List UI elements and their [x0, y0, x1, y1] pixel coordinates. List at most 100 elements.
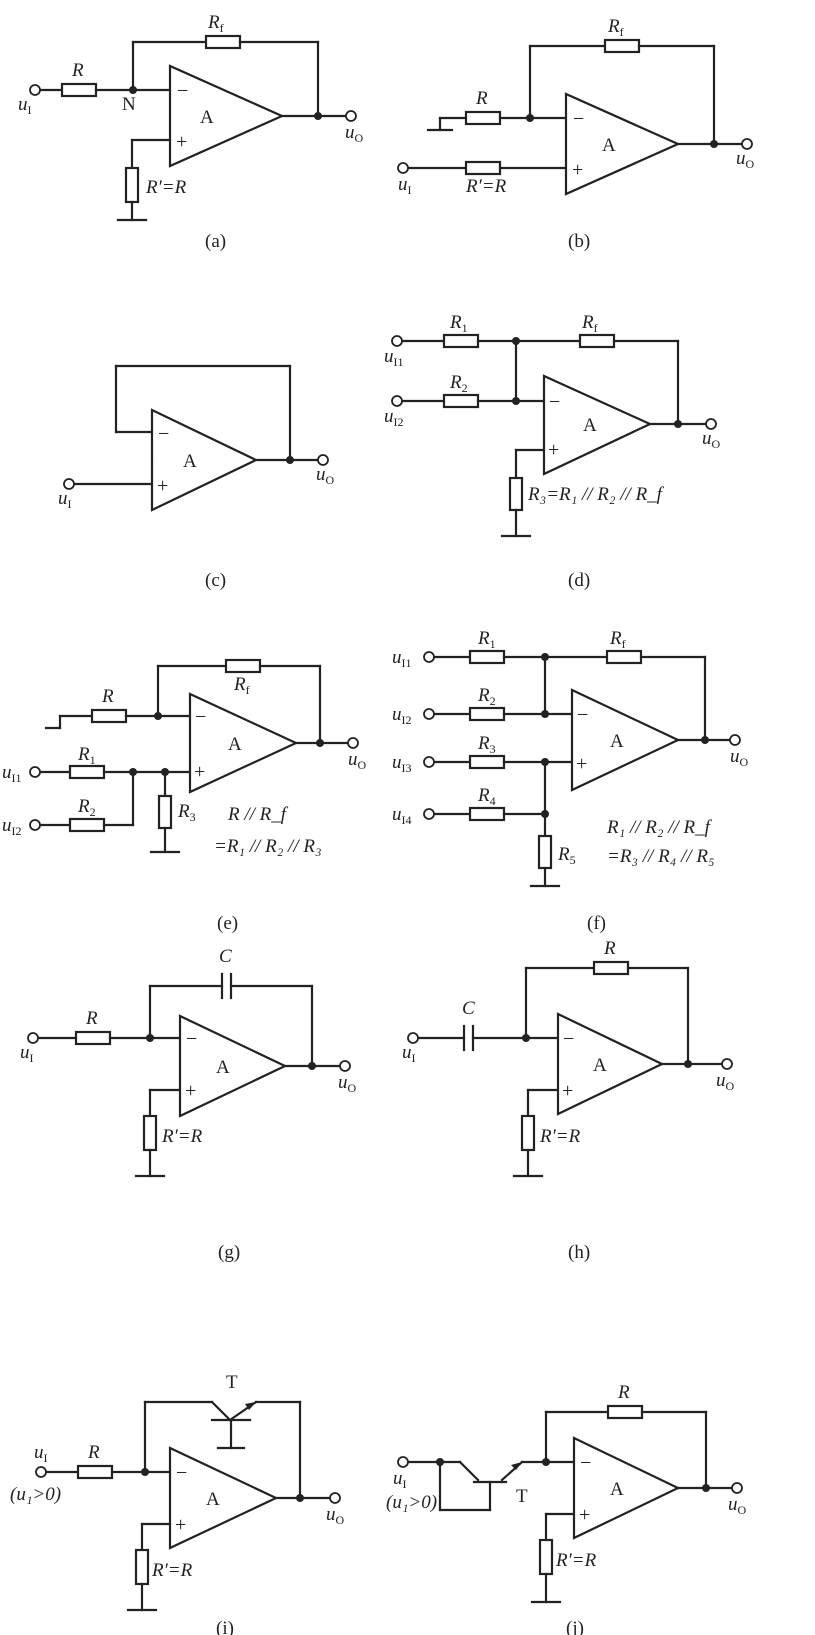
resistor-R2: [468, 706, 506, 722]
junction-dot: [702, 1484, 710, 1492]
opamp: [542, 374, 653, 476]
input-terminal: [27, 1032, 39, 1044]
plus-sign: +: [576, 753, 587, 775]
circuit-i: A − + R T R′=R uI (u₁>0) uO (i): [10, 1372, 345, 1635]
input-label-3: uI3: [392, 752, 412, 775]
junction-dot: [701, 736, 709, 744]
caption-j: (j): [566, 1618, 584, 1635]
circuit-h: A − + C R R′=R uI uO (h): [402, 938, 735, 1263]
opamp: [564, 92, 681, 196]
circuit-b: A − + R Rf R′=R uI uO (b): [397, 16, 755, 252]
resistor-R: [90, 708, 128, 724]
resistor-R1: [442, 333, 480, 349]
output-terminal: [721, 1058, 733, 1070]
opamp: [556, 1012, 665, 1116]
output-terminal: [317, 454, 329, 466]
label-R3: R3: [177, 801, 196, 824]
circuit-j: A − + R T R′=R uI (u₁>0) uO (j): [386, 1382, 747, 1635]
junction-dot: [541, 758, 549, 766]
resistor-R5: [537, 834, 553, 870]
circuit-e: A − + R Rf R1 R2 R3 R // R_f =R₁ // R₂ /…: [2, 658, 367, 934]
resistor-Rf: [603, 38, 641, 54]
output-terminal: [731, 1482, 743, 1494]
junction-dot: [129, 768, 137, 776]
amp-label: A: [200, 107, 214, 128]
input-label: uI: [20, 1042, 34, 1065]
label-R: R: [475, 88, 488, 109]
input-label: uI: [18, 94, 32, 117]
input-label-1: uI1: [392, 647, 412, 670]
circuit-d: A − + R1 R2 Rf R₃=R₁ // R₂ // R_f uI1 uI…: [384, 312, 721, 591]
output-terminal: [705, 418, 717, 430]
label-T: T: [226, 1372, 238, 1393]
plus-sign: +: [579, 1504, 590, 1526]
label-Rprime: R′=R: [465, 176, 507, 197]
junction-dot: [542, 1458, 550, 1466]
junction-dot: [286, 456, 294, 464]
label-Rf: Rf: [609, 628, 626, 651]
resistor-R: [60, 82, 98, 98]
minus-sign: −: [177, 80, 188, 102]
output-terminal: [741, 138, 753, 150]
minus-sign: −: [158, 423, 169, 445]
equation-line-1: R // R_f: [227, 804, 289, 825]
caption-g: (g): [218, 1242, 240, 1263]
opamp: [572, 1436, 681, 1540]
input-terminal-3: [423, 756, 435, 768]
label-R1: R1: [449, 312, 468, 335]
amp-label: A: [610, 731, 624, 752]
plus-sign: +: [562, 1080, 573, 1102]
output-label: uO: [736, 148, 755, 171]
caption-h: (h): [568, 1242, 590, 1263]
label-R3: R3: [477, 733, 496, 756]
minus-sign: −: [580, 1452, 591, 1474]
circuit-f: A − + R1 R2 R3 R4 R5 Rf R₁ // R₂ // R_f …: [392, 628, 749, 934]
input-terminal: [397, 1456, 409, 1468]
label-C: C: [462, 998, 475, 1019]
amp-label: A: [228, 734, 242, 755]
input-label: uI: [402, 1042, 416, 1065]
caption-a: (a): [205, 231, 226, 252]
output-terminal: [329, 1492, 341, 1504]
resistor-R3: [157, 794, 173, 830]
junction-dot: [526, 114, 534, 122]
node-N-label: N: [122, 94, 136, 115]
opamp: [168, 64, 285, 168]
transistor-collector: [458, 1460, 480, 1482]
junction-dot: [436, 1458, 444, 1466]
input-label: uI: [58, 488, 72, 511]
label-R: R: [71, 60, 84, 81]
opamp: [178, 1014, 288, 1118]
output-label: uO: [702, 428, 721, 451]
label-Rprime: R′=R: [161, 1126, 203, 1147]
input-label-2: uI2: [384, 406, 404, 429]
resistor-R2: [442, 393, 480, 409]
input-label: uI: [34, 1442, 48, 1465]
junction-dot: [316, 739, 324, 747]
resistor-Rprime: [464, 160, 502, 176]
junction-dot: [146, 1034, 154, 1042]
input-terminal: [29, 84, 41, 96]
label-R1: R1: [77, 744, 96, 767]
input-terminal: [35, 1466, 47, 1478]
junction-dot: [512, 397, 520, 405]
minus-sign: −: [549, 391, 560, 413]
amp-label: A: [602, 135, 616, 156]
resistor-Rf: [204, 34, 242, 50]
input-terminal-2: [423, 708, 435, 720]
output-label: uO: [716, 1070, 735, 1093]
output-label: uO: [316, 464, 335, 487]
label-R2: R2: [77, 796, 96, 819]
label-Rprime: R′=R: [151, 1560, 193, 1581]
minus-sign: −: [573, 108, 584, 130]
minus-sign: −: [195, 706, 206, 728]
input-terminal-4: [423, 808, 435, 820]
minus-sign: −: [563, 1028, 574, 1050]
resistor-R1: [68, 764, 106, 780]
resistor-R: [592, 960, 630, 976]
output-label: uO: [326, 1504, 345, 1527]
output-label: uO: [730, 746, 749, 769]
output-label: uO: [338, 1072, 357, 1095]
input-label-2: uI2: [2, 815, 22, 838]
